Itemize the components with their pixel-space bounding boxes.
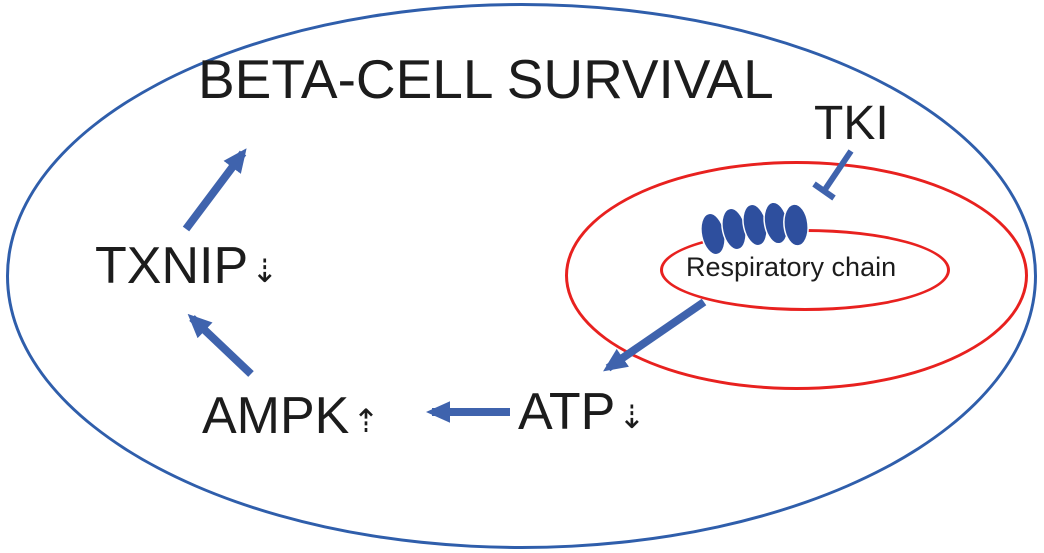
tki-label: TKI [814,97,889,150]
dashed-down-arrow-icon: ⇣ [251,252,279,290]
node-atp: ATP⇣ [518,386,645,438]
respiratory-chain-label: Respiratory chain [686,252,897,282]
node-respiratory-chain: Respiratory chain [686,254,896,281]
node-txnip: TXNIP⇣ [95,240,278,292]
dashed-down-arrow-icon: ⇣ [618,398,646,436]
atp-label: ATP [518,383,616,441]
mitochondrion-outer-membrane-ellipse [565,161,1028,390]
beta-cell-membrane-ellipse [6,3,1037,549]
page-title: BETA-CELL SURVIVAL [198,52,774,107]
title-text: BETA-CELL SURVIVAL [198,48,774,110]
node-tki: TKI [814,100,889,148]
dashed-up-arrow-icon: ⇡ [352,402,380,440]
node-ampk: AMPK⇡ [202,390,379,442]
txnip-label: TXNIP [95,237,249,295]
ampk-label: AMPK [202,387,350,445]
